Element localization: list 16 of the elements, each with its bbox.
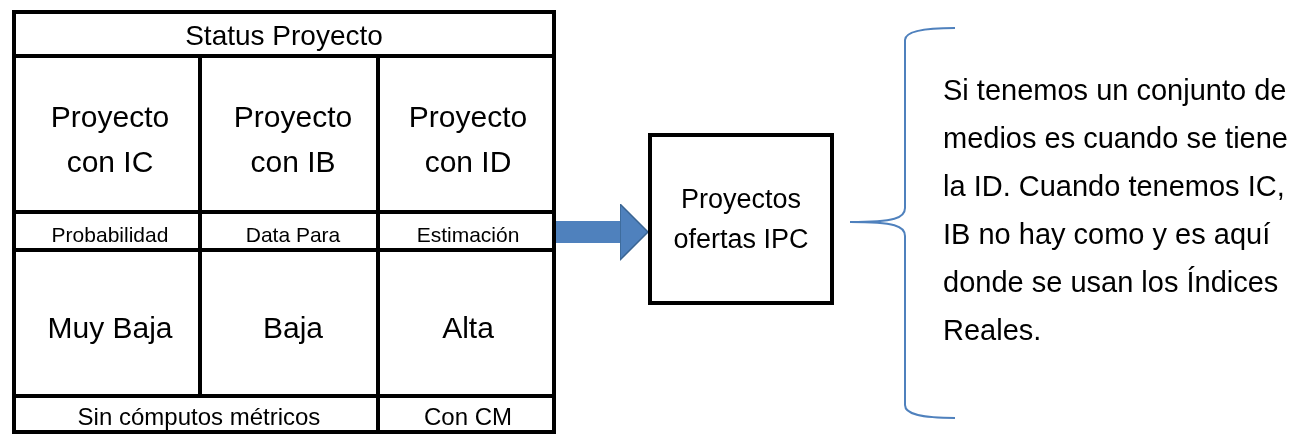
table-cell: Proyecto con IB (204, 62, 382, 216)
table-cell: Baja (204, 254, 382, 400)
table-heading: Status Proyecto (184, 19, 384, 53)
table-cell: Alta (382, 254, 554, 400)
table-cell: Probabilidad (16, 216, 204, 254)
table-cell: Data Para (204, 216, 382, 254)
table-cell: Muy Baja (16, 254, 204, 400)
table-cell: Proyecto con IC (16, 62, 204, 216)
table-cell: Estimación (382, 216, 554, 254)
block-arrow (556, 203, 649, 261)
note-text: Si tenemos un conjunto de medios es cuando se tiene la ID. Cuando tenemos IC, IB no hay como y es aquí donde se usan los Índices Reales. (943, 73, 1289, 348)
table-cell: Proyecto con ID (382, 62, 554, 216)
table-frame (12, 10, 556, 434)
table-cell: Con CM (382, 400, 554, 434)
process-box: Proyectos ofertas IPC (648, 133, 834, 305)
table-cell: Sin cómputos métricos (16, 400, 382, 434)
